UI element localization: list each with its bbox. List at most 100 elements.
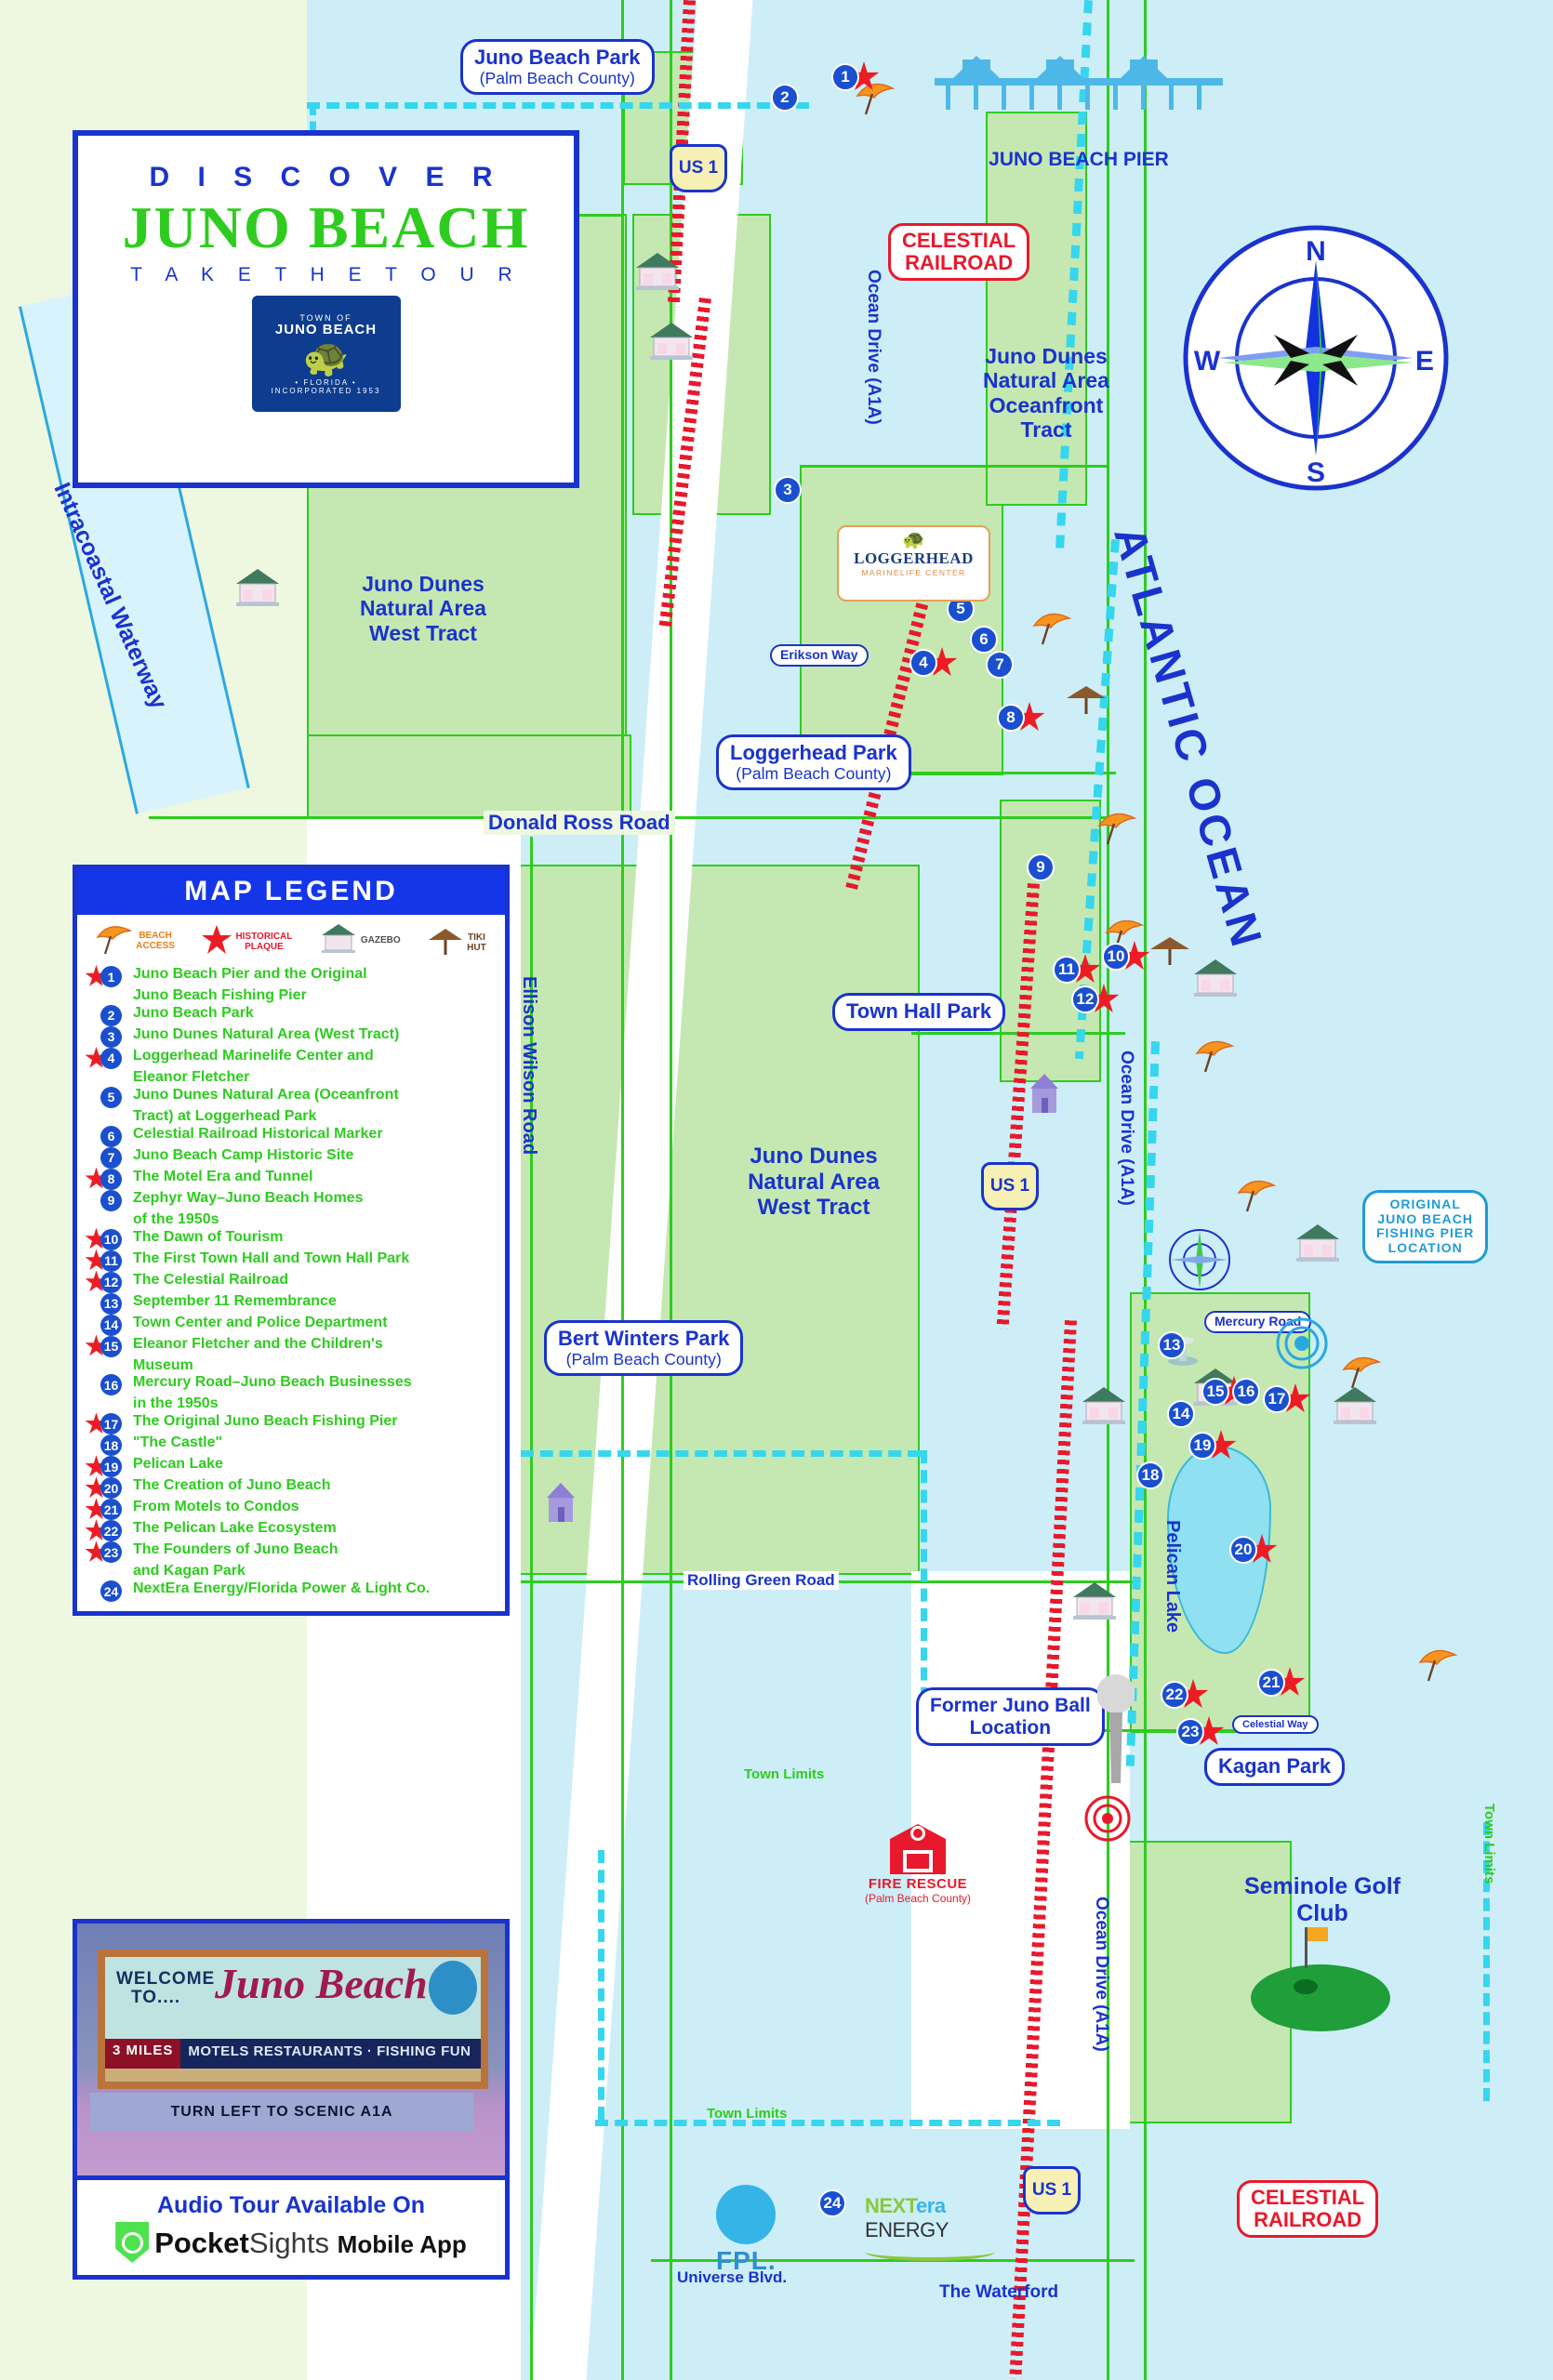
- map-marker-9[interactable]: 9: [1027, 853, 1055, 881]
- map-marker-14[interactable]: 14: [1167, 1400, 1195, 1428]
- map-marker-3[interactable]: 3: [774, 476, 802, 504]
- map-marker-2[interactable]: 2: [771, 84, 799, 112]
- billboard-juno-beach-script: Juno Beach: [215, 1960, 428, 2007]
- map-marker-13[interactable]: 13: [1158, 1331, 1186, 1359]
- vintage-welcome-sign-photo: WELCOME TO.... Juno Beach 3 MILES MOTELS…: [73, 1919, 510, 2188]
- callout-title: Bert Winters Park: [558, 1327, 730, 1350]
- callout-former-juno-ball[interactable]: Former Juno Ball Location: [916, 1687, 1105, 1747]
- map-marker-18[interactable]: 18: [1136, 1461, 1164, 1489]
- callout-title: Kagan Park: [1218, 1754, 1332, 1778]
- legend-item-number: 22: [100, 1520, 122, 1542]
- legend-item-number: 10: [100, 1228, 122, 1250]
- callout-erikson-way[interactable]: Erikson Way: [770, 644, 869, 667]
- us1-shield-icon: US 1: [670, 144, 727, 192]
- beach-umbrella-icon: [1105, 916, 1146, 953]
- beach-umbrella-icon: [1237, 1176, 1278, 1213]
- legend-item-number: 2: [100, 1004, 122, 1026]
- pocketsights-brand-row: PocketSights Mobile App: [115, 2222, 467, 2263]
- callout-kagan-park[interactable]: Kagan Park: [1204, 1748, 1346, 1786]
- legend-item-label: The Motel Era and Tunnel: [133, 1168, 313, 1184]
- church-icon: [1023, 1074, 1066, 1115]
- map-marker-8[interactable]: 8: [997, 704, 1025, 732]
- seal-line-4: INCORPORATED 1953: [271, 386, 381, 395]
- gazebo-icon: [632, 251, 683, 294]
- gazebo-icon: [646, 321, 697, 364]
- nextera-arc-icon: [865, 2242, 995, 2261]
- callout-loggerhead-park[interactable]: Loggerhead Park (Palm Beach County): [716, 734, 911, 791]
- legend-item-badge: 7: [85, 1146, 133, 1169]
- callout-original-pier-location[interactable]: ORIGINAL JUNO BEACH FISHING PIER LOCATIO…: [1362, 1190, 1489, 1263]
- seal-line-2: JUNO BEACH: [274, 321, 378, 337]
- map-marker-12[interactable]: 12: [1071, 985, 1099, 1013]
- callout-bert-winters-park[interactable]: Bert Winters Park (Palm Beach County): [544, 1320, 744, 1377]
- map-marker-1[interactable]: 1: [831, 63, 859, 91]
- town-limits-label-2: Town Limits: [707, 2106, 788, 2122]
- legend-item-number: 17: [100, 1413, 122, 1435]
- map-marker-21[interactable]: 21: [1257, 1669, 1285, 1697]
- map-marker-16[interactable]: 16: [1232, 1378, 1260, 1406]
- map-marker-20[interactable]: 20: [1229, 1536, 1257, 1564]
- legend-item-label: Juno Beach Pier and the Original: [133, 966, 367, 982]
- pocketsights-panel[interactable]: Audio Tour Available On PocketSights Mob…: [73, 2175, 510, 2280]
- map-marker-19[interactable]: 19: [1188, 1432, 1216, 1460]
- map-marker-4[interactable]: 4: [909, 649, 937, 677]
- legend-item-label: Pelican Lake: [133, 1456, 223, 1473]
- map-marker-7[interactable]: 7: [986, 651, 1014, 679]
- callout-celestial-way-2[interactable]: Celestial Way: [1232, 1715, 1319, 1735]
- town-seal: TOWN OF JUNO BEACH 🐢 • FLORIDA • INCORPO…: [251, 296, 401, 413]
- legend-item-label: The Founders of Juno Beach: [133, 1541, 338, 1558]
- ocean-drive-label-top: Ocean Drive (A1A): [864, 270, 883, 425]
- golf-green-icon: [1251, 1927, 1390, 2031]
- legend-item-badge: 17: [85, 1412, 133, 1435]
- beach-umbrella-icon: [1032, 609, 1073, 646]
- beach-umbrella-icon: [1342, 1353, 1383, 1390]
- legend-item-number: 6: [100, 1125, 122, 1147]
- map-marker-17[interactable]: 17: [1263, 1385, 1291, 1413]
- callout-juno-beach-park[interactable]: Juno Beach Park (Palm Beach County): [460, 39, 655, 96]
- map-marker-24[interactable]: 24: [818, 2189, 846, 2217]
- nextera-next: NEXT: [865, 2194, 917, 2217]
- map-marker-15[interactable]: 15: [1201, 1378, 1229, 1406]
- town-limit-mid-vert: [921, 1450, 927, 1720]
- map-marker-10[interactable]: 10: [1102, 943, 1130, 971]
- road-cross-south-loggerhead: [800, 772, 1116, 774]
- legend-item-badge: 19: [85, 1455, 133, 1478]
- map-marker-6[interactable]: 6: [970, 626, 998, 654]
- map-marker-22[interactable]: 22: [1161, 1681, 1188, 1709]
- legend-item[interactable]: 18"The Castle": [85, 1435, 496, 1457]
- map-marker-23[interactable]: 23: [1176, 1718, 1204, 1746]
- road-kagan-cross: [921, 1729, 1293, 1732]
- fpl-wordmark: FPL.: [716, 2246, 776, 2275]
- callout-town-hall-park[interactable]: Town Hall Park: [832, 993, 1006, 1031]
- road-us1-west-edge: [621, 0, 624, 2380]
- legend-item-label: Juno Beach Camp Historic Site: [133, 1146, 354, 1163]
- map-marker-11[interactable]: 11: [1053, 956, 1081, 984]
- legend-item-number: 13: [100, 1292, 122, 1315]
